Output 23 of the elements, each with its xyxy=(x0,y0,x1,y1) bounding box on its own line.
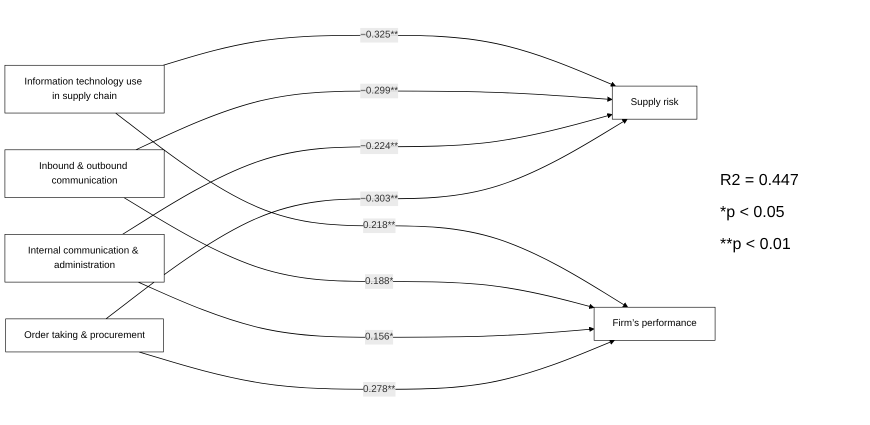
node-box: Firm’s performance xyxy=(594,307,716,341)
node-box: Inbound & outbound communication xyxy=(4,150,164,198)
node-box: Order taking & procurement xyxy=(5,318,164,352)
arrow xyxy=(138,282,594,338)
arrow xyxy=(135,90,612,150)
edge-label: 0.188* xyxy=(364,276,394,287)
node-box: Supply risk xyxy=(612,86,698,120)
arrow xyxy=(138,340,615,390)
note-text: **p < 0.01 xyxy=(720,236,792,254)
edge-label: 0.218** xyxy=(363,220,396,231)
edge-label: −0.224** xyxy=(360,141,398,152)
arrow xyxy=(162,35,616,87)
arrow xyxy=(122,113,612,235)
edge-label: −0.325** xyxy=(360,30,398,40)
arrow xyxy=(124,197,594,310)
note-text: R2 = 0.447 xyxy=(720,172,800,190)
node-box: Internal communication & administration xyxy=(4,234,164,283)
edge-label: 0.156* xyxy=(364,332,394,342)
edge-label: 0.278** xyxy=(363,384,396,394)
edge-label: −0.303** xyxy=(360,194,398,204)
note-text: *p < 0.05 xyxy=(720,204,786,222)
node-box: Information technology use in supply chain xyxy=(4,65,164,114)
edge-label: −0.299** xyxy=(360,86,398,96)
